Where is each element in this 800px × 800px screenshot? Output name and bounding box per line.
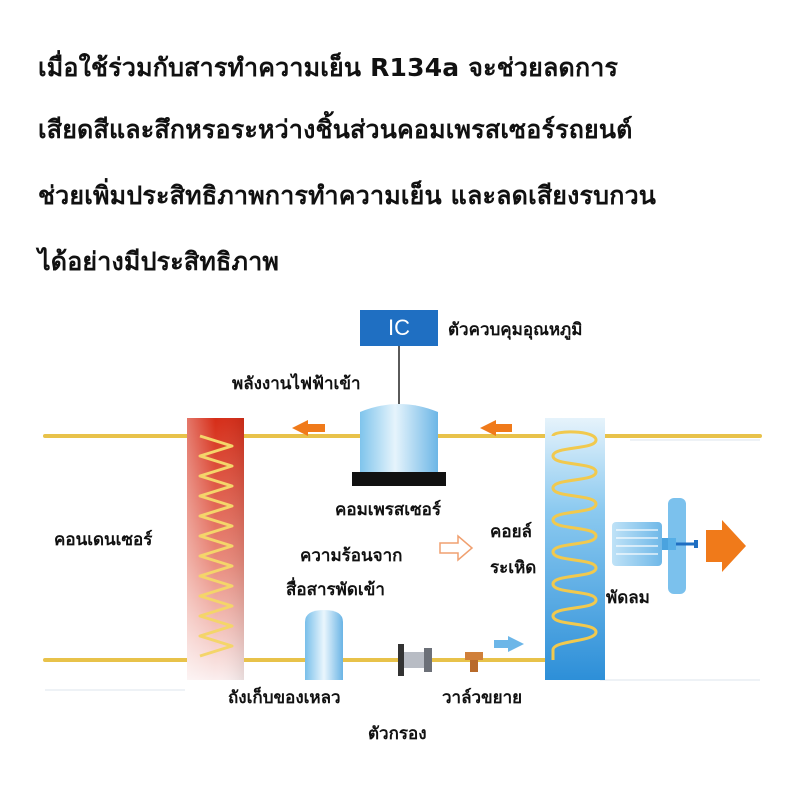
receiver-tank-label: ถังเก็บของเหลว bbox=[228, 688, 341, 708]
ic-label: IC bbox=[388, 315, 410, 340]
evaporator-coil bbox=[545, 418, 605, 680]
condenser-coil bbox=[198, 434, 234, 658]
temperature-controller-label: ตัวควบคุมอุณหภูมิ bbox=[448, 320, 583, 340]
evaporator-serpentine bbox=[551, 430, 598, 660]
filter-dryer bbox=[398, 644, 432, 676]
fan-label: พัดลม bbox=[606, 588, 650, 608]
expansion-valve-label: วาล์วขยาย bbox=[442, 688, 523, 708]
power-input-label: พลังงานไฟฟ้าเข้า bbox=[232, 374, 361, 394]
expansion-valve bbox=[465, 652, 483, 672]
headline-line-2: เสียดสีและสึกหรอระหว่างชิ้นส่วนคอมเพรสเซ… bbox=[38, 115, 633, 144]
fan-motor bbox=[612, 522, 676, 566]
condenser-label: คอนเดนเซอร์ bbox=[54, 530, 153, 550]
compressor-label: คอมเพรสเซอร์ bbox=[335, 500, 442, 520]
flow-arrow-left-2 bbox=[480, 420, 512, 436]
flow-arrow-left-1 bbox=[292, 420, 325, 436]
receiver-tank bbox=[305, 610, 343, 680]
heat-input-label-line-2: สื่อสารพัดเข้า bbox=[286, 580, 385, 600]
headline-line-4: ได้อย่างมีประสิทธิภาพ bbox=[38, 247, 280, 276]
flow-arrow-right-bottom bbox=[494, 636, 524, 652]
headline-line-1: เมื่อใช้ร่วมกับสารทำความเย็น R134a จะช่ว… bbox=[38, 53, 619, 82]
evaporator-label-line-1: คอยล์ bbox=[490, 522, 532, 542]
airflow-output-arrow bbox=[706, 520, 746, 572]
filter-label: ตัวกรอง bbox=[368, 724, 427, 744]
condenser bbox=[187, 418, 244, 680]
ic-controller: IC bbox=[360, 310, 438, 346]
heat-input-arrow bbox=[439, 534, 474, 562]
evaporator-label-line-2: ระเหิด bbox=[490, 558, 537, 578]
headline-line-3: ช่วยเพิ่มประสิทธิภาพการทำความเย็น และลดเ… bbox=[38, 181, 657, 210]
fan-icon bbox=[668, 498, 698, 594]
heat-input-label-line-1: ความร้อนจาก bbox=[300, 546, 403, 566]
compressor bbox=[352, 404, 446, 486]
background-lines bbox=[45, 439, 760, 691]
flow-arrows-top bbox=[292, 420, 512, 436]
